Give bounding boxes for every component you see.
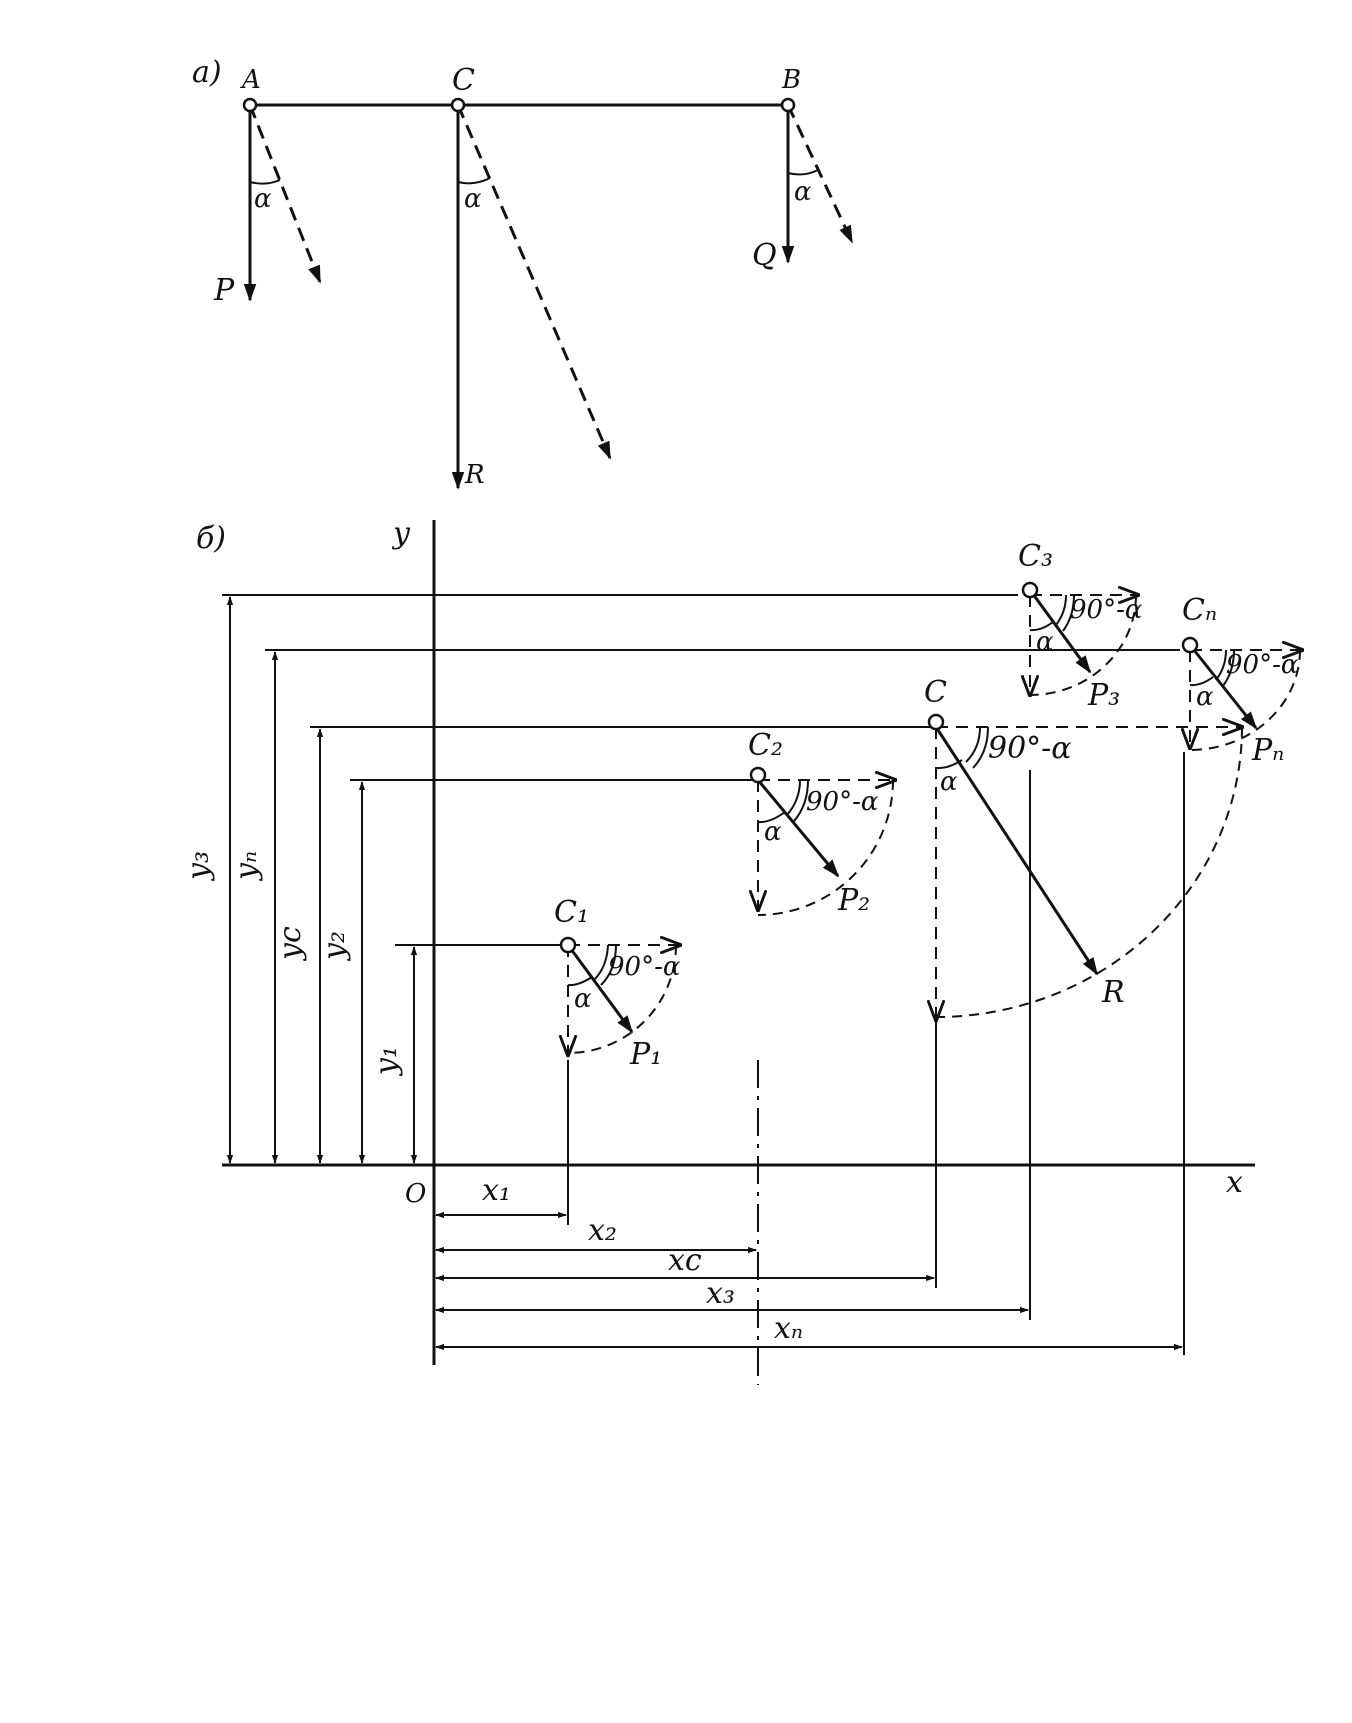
force-p3-label: P₃ bbox=[1087, 678, 1120, 713]
cn-complement-arc-2 bbox=[1222, 649, 1235, 687]
y1-label: y₁ bbox=[369, 1046, 404, 1077]
yc-label: yc bbox=[273, 926, 308, 962]
c-complement-label: 90°-α bbox=[988, 731, 1072, 766]
angle-arc-c bbox=[457, 177, 491, 185]
c3-complement-arc-1 bbox=[1055, 594, 1067, 626]
group-c: C α 90°-α R bbox=[924, 675, 1242, 1020]
cn-complement-label: 90°-α bbox=[1226, 650, 1299, 680]
force-p3-arrow bbox=[1028, 589, 1092, 674]
c1-complement-label: 90°-α bbox=[608, 952, 681, 982]
angle-arc-b bbox=[787, 169, 819, 176]
force-p2-arrow bbox=[756, 779, 840, 878]
point-c2-label: C₂ bbox=[748, 728, 783, 763]
angle-c-label: α bbox=[464, 184, 482, 214]
force-p1-label: P₁ bbox=[629, 1037, 662, 1072]
c1-sweep-arc bbox=[567, 944, 677, 1054]
point-c1-label: C₁ bbox=[554, 895, 589, 930]
c2-alpha-label: α bbox=[764, 817, 782, 847]
force-p-inclined-arrow bbox=[248, 104, 322, 284]
c1-alpha-label: α bbox=[574, 984, 592, 1014]
force-p1-arrow bbox=[566, 944, 634, 1034]
point-c-b-label: C bbox=[924, 675, 947, 710]
x1-label: x₁ bbox=[482, 1173, 511, 1208]
point-cn bbox=[1181, 636, 1199, 654]
c-alpha-label: α bbox=[940, 767, 958, 797]
point-c1 bbox=[559, 936, 577, 954]
c2-alpha-arc bbox=[757, 811, 786, 824]
force-q-label: Q bbox=[752, 238, 777, 273]
angle-arc-a bbox=[249, 179, 281, 185]
force-r-b-label: R bbox=[1101, 975, 1125, 1010]
point-c3-label: C₃ bbox=[1018, 539, 1053, 574]
point-c2 bbox=[749, 766, 767, 784]
c1-alpha-arc bbox=[567, 976, 593, 987]
point-b-label: B bbox=[781, 65, 801, 95]
y-axis-label: y bbox=[391, 516, 411, 551]
force-r-inclined-arrow bbox=[456, 104, 612, 460]
part-b: б) y x O y₃ yₙ yc y₂ y₁ bbox=[181, 516, 1302, 1385]
group-c3: C₃ α 90°-α P₃ bbox=[1018, 539, 1143, 713]
cn-alpha-label: α bbox=[1196, 682, 1214, 712]
group-cn: Cₙ α 90°-α Pₙ bbox=[1182, 593, 1302, 768]
c2-complement-arc-2 bbox=[793, 779, 809, 822]
force-q-inclined-arrow bbox=[786, 104, 854, 244]
force-r-label: R bbox=[464, 460, 485, 490]
origin-label: O bbox=[405, 1179, 426, 1209]
x3-label: x₃ bbox=[706, 1276, 735, 1311]
x-axis-label: x bbox=[1226, 1165, 1243, 1200]
xn-label: xₙ bbox=[774, 1311, 803, 1346]
point-a bbox=[242, 97, 258, 113]
part-b-tag: б) bbox=[196, 521, 226, 556]
c-complement-arc-1 bbox=[965, 726, 981, 763]
point-c3 bbox=[1021, 581, 1039, 599]
c2-complement-label: 90°-α bbox=[806, 787, 879, 817]
y3-label: y₃ bbox=[181, 851, 216, 882]
angle-a-label: α bbox=[254, 184, 272, 214]
c-sweep-arc bbox=[935, 726, 1243, 1018]
force-pn-label: Pₙ bbox=[1251, 733, 1284, 768]
xc-label: xc bbox=[668, 1243, 702, 1278]
force-p2-label: P₂ bbox=[837, 883, 870, 918]
c3-complement-label: 90°-α bbox=[1070, 595, 1143, 625]
cn-alpha-arc bbox=[1189, 676, 1214, 687]
part-a-tag: а) bbox=[192, 55, 222, 90]
point-c-b bbox=[927, 713, 945, 731]
yn-label: yₙ bbox=[229, 851, 264, 882]
point-c bbox=[450, 97, 466, 113]
c2-complement-arc-1 bbox=[786, 779, 801, 816]
angle-b-label: α bbox=[794, 177, 812, 207]
c1-complement-arc-1 bbox=[593, 944, 609, 981]
y2-label: y₂ bbox=[317, 931, 352, 962]
c3-alpha-arc bbox=[1029, 621, 1054, 632]
c-alpha-arc bbox=[935, 759, 963, 770]
x2-label: x₂ bbox=[588, 1213, 617, 1248]
force-pn-arrow bbox=[1188, 644, 1258, 730]
point-cn-label: Cₙ bbox=[1182, 593, 1217, 628]
c3-complement-arc-2 bbox=[1062, 594, 1075, 632]
force-p-label: P bbox=[213, 273, 235, 308]
cn-sweep-arc bbox=[1189, 649, 1301, 751]
force-r-arrow-b bbox=[934, 726, 1099, 976]
point-b bbox=[780, 97, 796, 113]
point-a-label: A bbox=[240, 65, 261, 95]
c3-alpha-label: α bbox=[1036, 627, 1054, 657]
c2-sweep-arc bbox=[757, 779, 894, 916]
part-a: а) A α P C α R B α Q bbox=[192, 55, 854, 490]
cn-complement-arc-1 bbox=[1215, 649, 1227, 681]
group-c2: C₂ α 90°-α P₂ bbox=[748, 728, 895, 918]
c3-sweep-arc bbox=[1029, 594, 1137, 696]
point-c-label: C bbox=[452, 63, 475, 98]
c1-complement-arc-2 bbox=[600, 944, 617, 986]
group-c1: C₁ α 90°-α P₁ bbox=[554, 895, 681, 1072]
c-complement-arc-2 bbox=[972, 726, 989, 769]
